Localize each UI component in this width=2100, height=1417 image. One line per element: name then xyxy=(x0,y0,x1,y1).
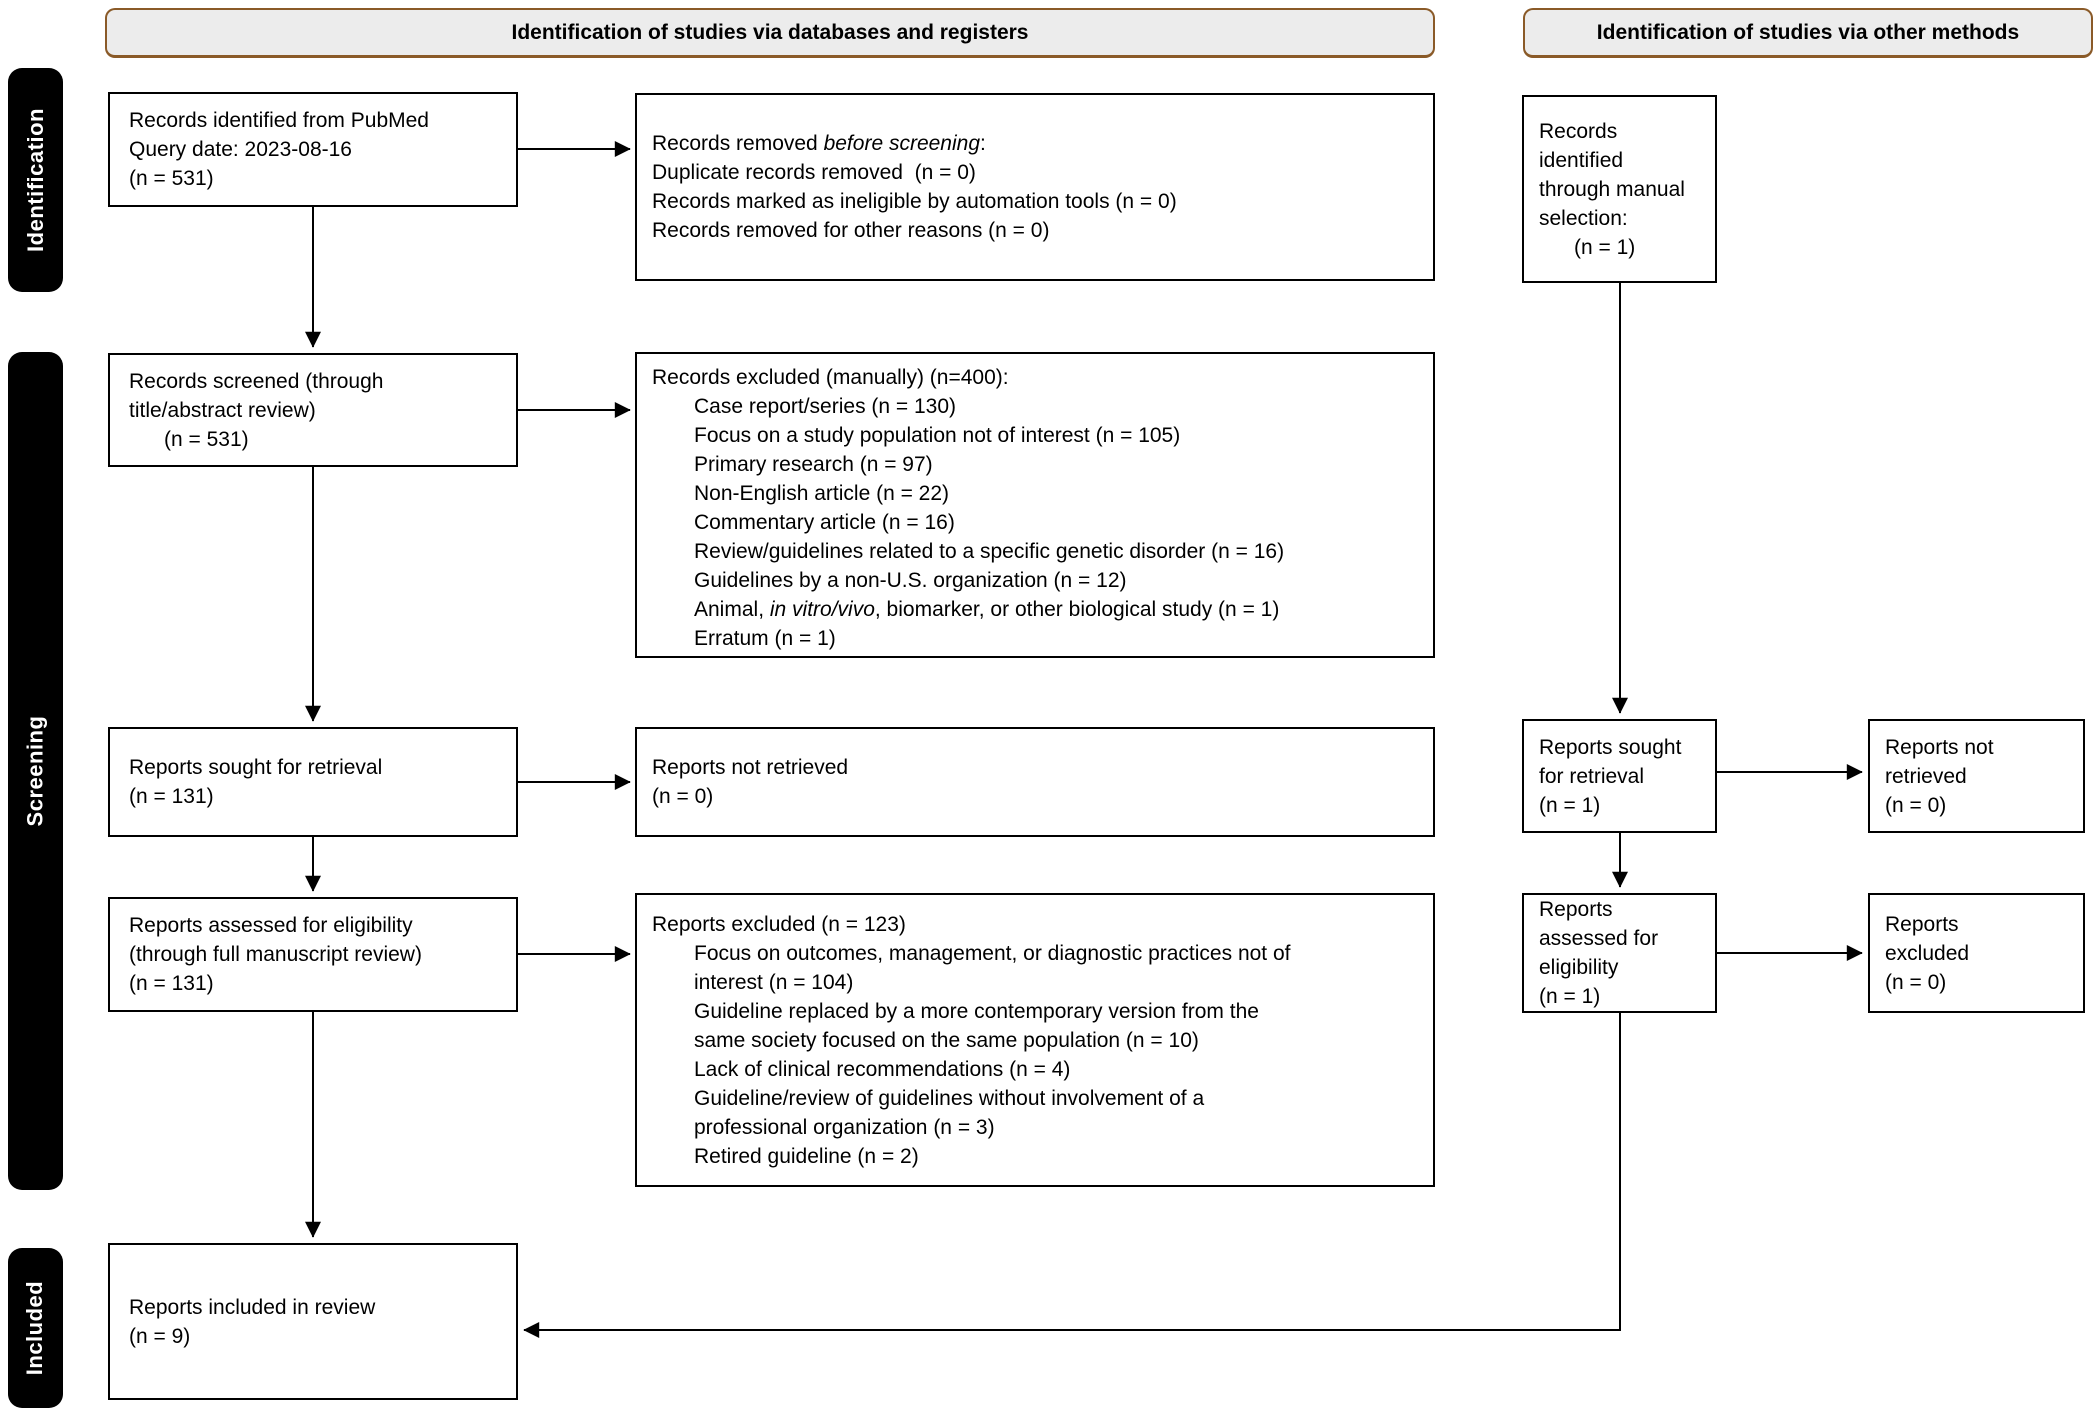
box-records-removed: Records removed before screening: Duplic… xyxy=(635,93,1435,281)
box-text-line: professional organization (n = 3) xyxy=(694,1115,995,1139)
box-text-line: identified xyxy=(1539,148,1624,172)
box-text-line: Guidelines by a non-U.S. organization (n… xyxy=(694,569,1127,592)
box-records-identified: Records identified from PubMed Query dat… xyxy=(108,92,518,207)
box-text-line: Reports assessed for eligibility xyxy=(129,914,413,937)
phase-label-screening: Screening xyxy=(22,715,48,827)
box-reports-assessed: Reports assessed for eligibility (throug… xyxy=(108,897,518,1012)
animal-item-italic: in vitro/vivo xyxy=(769,598,875,621)
box-manual-selection: Records identified through manual select… xyxy=(1522,95,1717,283)
box-text-line: (n = 1) xyxy=(1539,793,1601,817)
box-text-line: Records marked as ineligible by automati… xyxy=(652,190,1177,213)
box-text-line: Non-English article (n = 22) xyxy=(694,482,950,505)
box-text-line: excluded xyxy=(1885,941,1970,965)
box-records-screened: Records screened (through title/abstract… xyxy=(108,353,518,467)
box-text-line: Reports xyxy=(1539,898,1613,921)
box-text-line: Records removed before screening: xyxy=(652,129,1427,158)
box-text-line: Duplicate records removed (n = 0) xyxy=(652,161,976,184)
box-text-line: Review/guidelines related to a specific … xyxy=(694,540,1285,563)
header-other-methods: Identification of studies via other meth… xyxy=(1523,8,2093,58)
phase-bar-screening: Screening xyxy=(8,352,63,1190)
box-text-line: (n = 131) xyxy=(129,785,214,808)
box-text-line: title/abstract review) xyxy=(129,398,316,422)
box-reports-excluded-full: Reports excluded (n = 123) Focus on outc… xyxy=(635,893,1435,1187)
header-databases-registers-label: Identification of studies via databases … xyxy=(511,20,1029,44)
header-databases-registers: Identification of studies via databases … xyxy=(105,8,1435,58)
records-removed-title-prefix: Records removed xyxy=(652,132,824,155)
box-text-line: through manual xyxy=(1539,177,1685,201)
phase-label-identification: Identification xyxy=(22,108,48,252)
box-text-line: (through full manuscript review) xyxy=(129,943,422,966)
records-removed-title-suffix: : xyxy=(980,132,986,155)
box-reports-not-retrieved-other: Reports not retrieved (n = 0) xyxy=(1868,719,2085,833)
box-text-line: Primary research (n = 97) xyxy=(694,453,933,476)
box-text-line: Guideline replaced by a more contemporar… xyxy=(694,999,1259,1023)
box-text-line: Erratum (n = 1) xyxy=(694,627,836,650)
box-text-line: interest (n = 104) xyxy=(694,970,854,994)
box-reports-excluded-other: Reports excluded (n = 0) xyxy=(1868,893,2085,1013)
box-reports-sought-other: Reports sought for retrieval (n = 1) xyxy=(1522,719,1717,833)
box-text-line: Animal, in vitro/vivo, biomarker, or oth… xyxy=(652,595,1427,624)
box-text-line: Focus on a study population not of inter… xyxy=(694,424,1181,447)
box-text-line: eligibility xyxy=(1539,956,1619,979)
box-reports-included: Reports included in review (n = 9) xyxy=(108,1243,518,1400)
box-text-line: Reports not retrieved xyxy=(652,756,849,779)
box-text-line: (n = 531) xyxy=(129,167,214,190)
box-text-line: Records screened (through xyxy=(129,369,384,393)
box-text-line: Lack of clinical recommendations (n = 4) xyxy=(694,1057,1071,1081)
animal-item-suffix: , biomarker, or other biological study (… xyxy=(874,598,1280,621)
records-removed-title-italic: before screening xyxy=(823,132,981,155)
box-text-line: Focus on outcomes, management, or diagno… xyxy=(694,941,1291,965)
box-text-line: (n = 131) xyxy=(129,972,214,995)
box-text-line: Records excluded (manually) (n=400): xyxy=(652,366,1009,389)
box-text-line: Records identified from PubMed xyxy=(129,109,429,132)
box-text-line: for retrieval xyxy=(1539,764,1645,788)
box-text-line: retrieved xyxy=(1885,764,1967,788)
box-text-line: Reports sought xyxy=(1539,735,1682,759)
box-text-line: selection: xyxy=(1539,206,1628,230)
box-text-line: assessed for xyxy=(1539,927,1659,950)
box-records-excluded-manually: Records excluded (manually) (n=400): Cas… xyxy=(635,352,1435,658)
box-text-line: (n = 1) xyxy=(1574,235,1636,259)
animal-item-prefix: Animal, xyxy=(694,598,770,621)
box-text-line: Guideline/review of guidelines without i… xyxy=(694,1086,1205,1110)
box-text-line: Reports xyxy=(1885,912,1959,936)
box-reports-sought: Reports sought for retrieval (n = 131) xyxy=(108,727,518,837)
box-text-line: same society focused on the same populat… xyxy=(694,1028,1199,1052)
phase-bar-identification: Identification xyxy=(8,68,63,292)
box-text-line: Reports included in review xyxy=(129,1295,376,1319)
header-other-methods-label: Identification of studies via other meth… xyxy=(1596,20,2020,44)
box-text-line: (n = 9) xyxy=(129,1324,191,1348)
phase-bar-included: Included xyxy=(8,1248,63,1408)
box-text-line: (n = 0) xyxy=(1885,970,1947,994)
box-text-line: Retired guideline (n = 2) xyxy=(694,1144,919,1168)
box-text-line: (n = 531) xyxy=(164,427,249,451)
box-text-line: Commentary article (n = 16) xyxy=(694,511,955,534)
box-text-line: Reports sought for retrieval xyxy=(129,756,383,779)
box-text-line: (n = 1) xyxy=(1539,985,1601,1008)
box-text-line: Query date: 2023-08-16 xyxy=(129,138,352,161)
phase-label-included: Included xyxy=(22,1280,48,1376)
box-text-line: Records xyxy=(1539,119,1618,143)
box-text-line: Case report/series (n = 130) xyxy=(694,395,957,418)
box-text-line: Reports not xyxy=(1885,735,1994,759)
box-text-line: (n = 0) xyxy=(652,785,714,808)
box-text-line: Reports excluded (n = 123) xyxy=(652,912,906,936)
box-reports-assessed-other: Reports assessed for eligibility (n = 1) xyxy=(1522,893,1717,1013)
box-text-line: (n = 0) xyxy=(1885,793,1947,817)
box-reports-not-retrieved: Reports not retrieved (n = 0) xyxy=(635,727,1435,837)
box-text-line: Records removed for other reasons (n = 0… xyxy=(652,219,1050,242)
